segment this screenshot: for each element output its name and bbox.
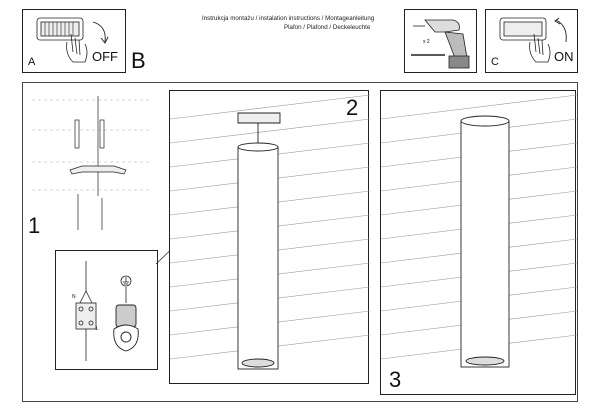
panel2-number: 2 bbox=[346, 95, 359, 120]
panel3-box: 3 bbox=[380, 90, 578, 395]
panel3-number: 3 bbox=[389, 367, 402, 392]
hand-icon bbox=[66, 33, 88, 63]
title-line-2: Plafon / Plafond / Deckeleuchte bbox=[284, 24, 371, 31]
step-b-box: x 2 bbox=[404, 9, 477, 73]
switch-panel-icon bbox=[36, 17, 84, 41]
step-c-box: C ON bbox=[485, 9, 578, 73]
curved-arrow-up-icon bbox=[554, 17, 567, 43]
ground-icon bbox=[120, 275, 132, 303]
step-a-box: A OFF bbox=[22, 9, 126, 73]
terminal-n: N bbox=[72, 294, 76, 300]
panel2-drawing bbox=[169, 94, 371, 370]
curved-arrow-icon bbox=[92, 21, 109, 44]
panel2-box: 2 bbox=[169, 90, 371, 384]
terminal-block-icon bbox=[113, 304, 139, 352]
panel1-number: 1 bbox=[28, 213, 41, 238]
switch-panel-icon-on bbox=[499, 17, 547, 41]
drill-icon bbox=[413, 19, 470, 69]
step-a-state: OFF bbox=[92, 49, 118, 64]
panel1-drawing bbox=[32, 96, 150, 230]
terminal-l: L bbox=[96, 326, 99, 332]
wiring-inset: N L bbox=[55, 250, 158, 370]
quantity-label: x 2 bbox=[423, 39, 430, 45]
panel3-drawing bbox=[380, 94, 578, 368]
hand-icon-on bbox=[529, 33, 551, 63]
step-b-label: B bbox=[131, 48, 146, 73]
title-line-1: Instrukcja montażu / instalation instruc… bbox=[202, 15, 375, 22]
wiring-diagram bbox=[75, 261, 139, 361]
instructions-title: Instrukcja montażu / instalation instruc… bbox=[202, 14, 402, 32]
screw-icon bbox=[411, 54, 445, 56]
step-c-label: C bbox=[491, 56, 499, 68]
step-c-state: ON bbox=[554, 49, 574, 64]
step-a-label: A bbox=[28, 56, 36, 68]
